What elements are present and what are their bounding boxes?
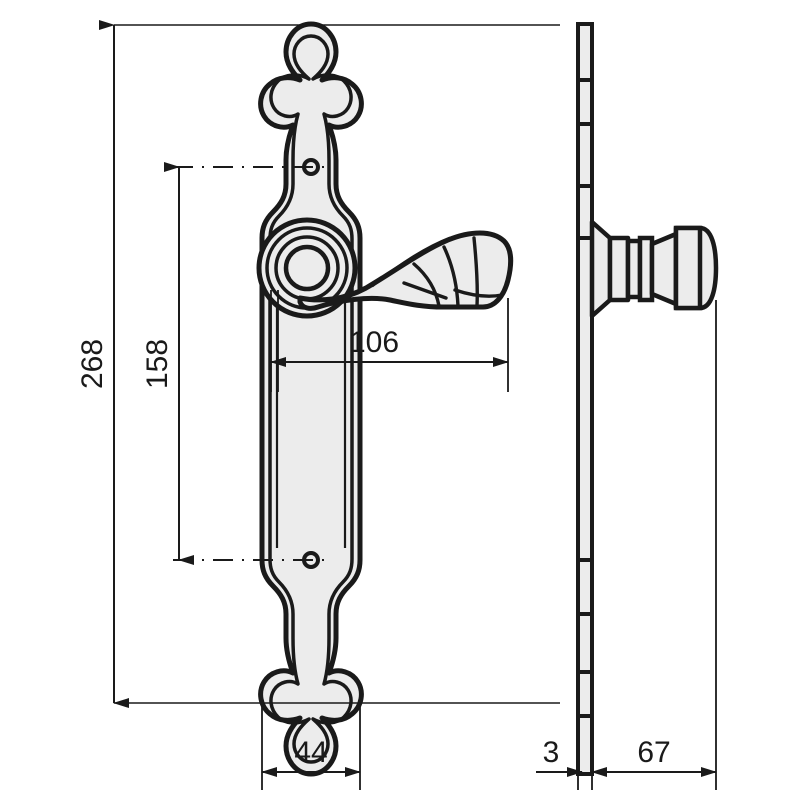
dimension-overall-height: 268: [76, 20, 560, 708]
dim-268-label: 268: [76, 339, 109, 389]
dimension-plate-thickness: 3: [536, 716, 593, 790]
knob-step-ring: [607, 235, 631, 303]
dim-3-label: 3: [543, 736, 560, 769]
knob-neck: [649, 231, 679, 307]
backplate-inner-bevel: [268, 34, 354, 764]
front-view-group: [256, 21, 514, 777]
dim-106-label: 106: [349, 326, 399, 359]
dimension-plate-width: 44: [261, 690, 361, 790]
lever-top-edge-highlight: [371, 236, 451, 288]
knob-head-face: [673, 225, 703, 311]
dim-44-label: 44: [294, 736, 327, 769]
backplate-outer-outline: [258, 21, 364, 777]
dimension-screw-spacing: 158: [141, 162, 330, 565]
lever-fluting: [402, 236, 504, 308]
side-view-group: [576, 22, 719, 776]
dimension-lever-projection: 106: [270, 290, 509, 392]
dimension-knob-projection: 67: [591, 300, 717, 790]
knob-collar: [589, 219, 613, 319]
side-plate-contour-ticks: [578, 78, 592, 718]
dim-158-label: 158: [141, 339, 174, 389]
dim-67-label: 67: [637, 736, 670, 769]
lever-rosette: [256, 217, 358, 319]
side-plate-edge: [576, 22, 594, 776]
